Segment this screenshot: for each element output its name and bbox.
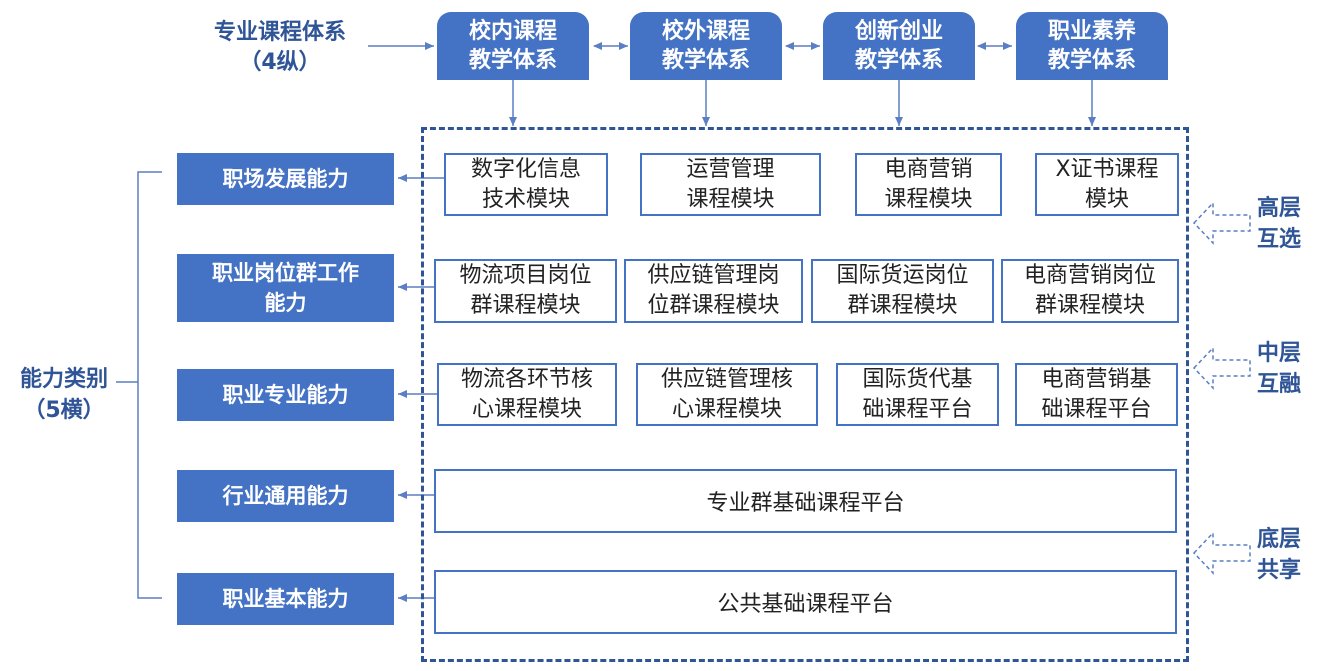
capability-box-2-line1: 职业岗位群工作 — [212, 261, 359, 285]
capability-box-4: 行业通用能力 — [177, 470, 394, 522]
system-box-literacy-line1: 职业素养 — [1047, 19, 1136, 44]
platform-public-basic: 公共基础课程平台 — [434, 570, 1177, 634]
course-system-label-line2: （4纵） — [239, 50, 321, 75]
ability-label-line1: 能力类别 — [19, 367, 108, 392]
module-digital-info-line2: 技术模块 — [481, 186, 570, 212]
system-box-innovation-line1: 创新创业 — [854, 19, 943, 44]
platform-professional-group-label: 专业群基础课程平台 — [706, 491, 905, 516]
system-box-campus-line2: 教学体系 — [468, 48, 557, 73]
platform-professional-group: 专业群基础课程平台 — [434, 469, 1177, 533]
module-operations: 运营管理 课程模块 — [640, 153, 821, 216]
module-logistics-project-post-line2: 群课程模块 — [470, 293, 581, 318]
module-ecommerce-post-line1: 电商营销岗位 — [1023, 263, 1156, 288]
layer-arrow-mid — [1192, 346, 1251, 390]
system-box-innovation: 创新创业 教学体系 — [823, 12, 975, 80]
layer-label-mid: 中层 互融 — [1257, 338, 1323, 400]
capability-box-2: 职业岗位群工作 能力 — [177, 254, 394, 322]
module-international-freight-post: 国际货运岗位 群课程模块 — [811, 259, 994, 323]
ability-label: 能力类别 （5横） — [8, 364, 120, 426]
module-international-freight-post-line2: 群课程模块 — [847, 293, 958, 318]
capability-box-4-line1: 行业通用能力 — [222, 484, 349, 508]
ability-bracket — [116, 171, 162, 599]
capability-box-1: 职场发展能力 — [177, 153, 394, 205]
module-supply-chain-post-line2: 位群课程模块 — [647, 293, 780, 318]
layer-label-mid-line2: 互融 — [1257, 372, 1302, 397]
capability-box-2-line2: 能力 — [264, 291, 307, 315]
module-logistics-core: 物流各环节核 心课程模块 — [437, 363, 617, 426]
module-digital-info-line1: 数字化信息 — [470, 156, 581, 182]
platform-public-basic-label: 公共基础课程平台 — [717, 592, 894, 617]
capability-box-5-line1: 职业基本能力 — [222, 587, 349, 611]
system-box-offcampus: 校外课程 教学体系 — [630, 12, 782, 80]
module-freight-forwarding-platform-line1: 国际货代基 — [862, 366, 973, 392]
module-ecommerce-marketing-line1: 电商营销 — [884, 156, 973, 182]
layer-label-mid-line1: 中层 — [1257, 341, 1302, 366]
system-box-offcampus-line2: 教学体系 — [661, 48, 750, 73]
system-box-literacy: 职业素养 教学体系 — [1016, 12, 1168, 80]
system-box-campus: 校内课程 教学体系 — [437, 12, 589, 80]
capability-box-1-line1: 职场发展能力 — [222, 167, 349, 191]
module-x-certificate-line2: 模块 — [1084, 186, 1129, 212]
system-box-campus-line1: 校内课程 — [468, 19, 557, 44]
module-supply-chain-post-line1: 供应链管理岗 — [647, 263, 780, 288]
layer-arrow-low — [1192, 531, 1251, 575]
system-box-offcampus-line1: 校外课程 — [661, 19, 750, 44]
module-frame — [421, 127, 1189, 662]
layer-label-low-line1: 底层 — [1257, 527, 1302, 552]
course-system-label: 专业课程体系 （4纵） — [190, 18, 370, 78]
module-ecommerce-post: 电商营销岗位 群课程模块 — [1001, 259, 1179, 323]
module-ecommerce-platform: 电商营销基 础课程平台 — [1015, 363, 1178, 426]
system-box-literacy-line2: 教学体系 — [1047, 48, 1136, 73]
layer-label-low-line2: 共享 — [1257, 558, 1302, 583]
ability-label-line2: （5横） — [23, 398, 105, 423]
module-operations-line1: 运营管理 — [686, 156, 775, 182]
module-freight-forwarding-platform-line2: 础课程平台 — [862, 396, 973, 422]
module-freight-forwarding-platform: 国际货代基 础课程平台 — [836, 363, 999, 426]
layer-label-high-line2: 互选 — [1257, 227, 1302, 252]
module-ecommerce-platform-line2: 础课程平台 — [1041, 396, 1152, 422]
module-ecommerce-post-line2: 群课程模块 — [1034, 293, 1145, 318]
module-ecommerce-marketing-line2: 课程模块 — [884, 186, 973, 212]
module-supply-chain-post: 供应链管理岗 位群课程模块 — [624, 259, 803, 323]
module-ecommerce-marketing: 电商营销 课程模块 — [855, 153, 1002, 216]
layer-arrow-high — [1192, 201, 1251, 245]
module-supply-chain-core-line1: 供应链管理核 — [660, 366, 793, 392]
module-logistics-project-post-line1: 物流项目岗位 — [459, 263, 592, 288]
capability-box-5: 职业基本能力 — [177, 573, 394, 625]
module-supply-chain-core: 供应链管理核 心课程模块 — [636, 363, 818, 426]
module-international-freight-post-line1: 国际货运岗位 — [836, 263, 969, 288]
module-logistics-project-post: 物流项目岗位 群课程模块 — [434, 259, 617, 323]
layer-label-high-line1: 高层 — [1257, 196, 1302, 221]
module-supply-chain-core-line2: 心课程模块 — [671, 396, 782, 422]
module-digital-info: 数字化信息 技术模块 — [444, 153, 608, 216]
capability-box-3: 职业专业能力 — [177, 369, 394, 421]
layer-label-high: 高层 互选 — [1257, 193, 1323, 255]
capability-box-3-line1: 职业专业能力 — [222, 383, 349, 407]
layer-label-low: 底层 共享 — [1257, 524, 1323, 586]
system-box-innovation-line2: 教学体系 — [854, 48, 943, 73]
module-logistics-core-line1: 物流各环节核 — [460, 366, 593, 392]
module-operations-line2: 课程模块 — [686, 186, 775, 212]
module-logistics-core-line2: 心课程模块 — [471, 396, 582, 422]
module-x-certificate-line1: X证书课程 — [1055, 156, 1159, 182]
module-x-certificate: X证书课程 模块 — [1035, 153, 1179, 216]
course-system-label-line1: 专业课程体系 — [213, 20, 346, 45]
module-ecommerce-platform-line1: 电商营销基 — [1041, 366, 1152, 392]
